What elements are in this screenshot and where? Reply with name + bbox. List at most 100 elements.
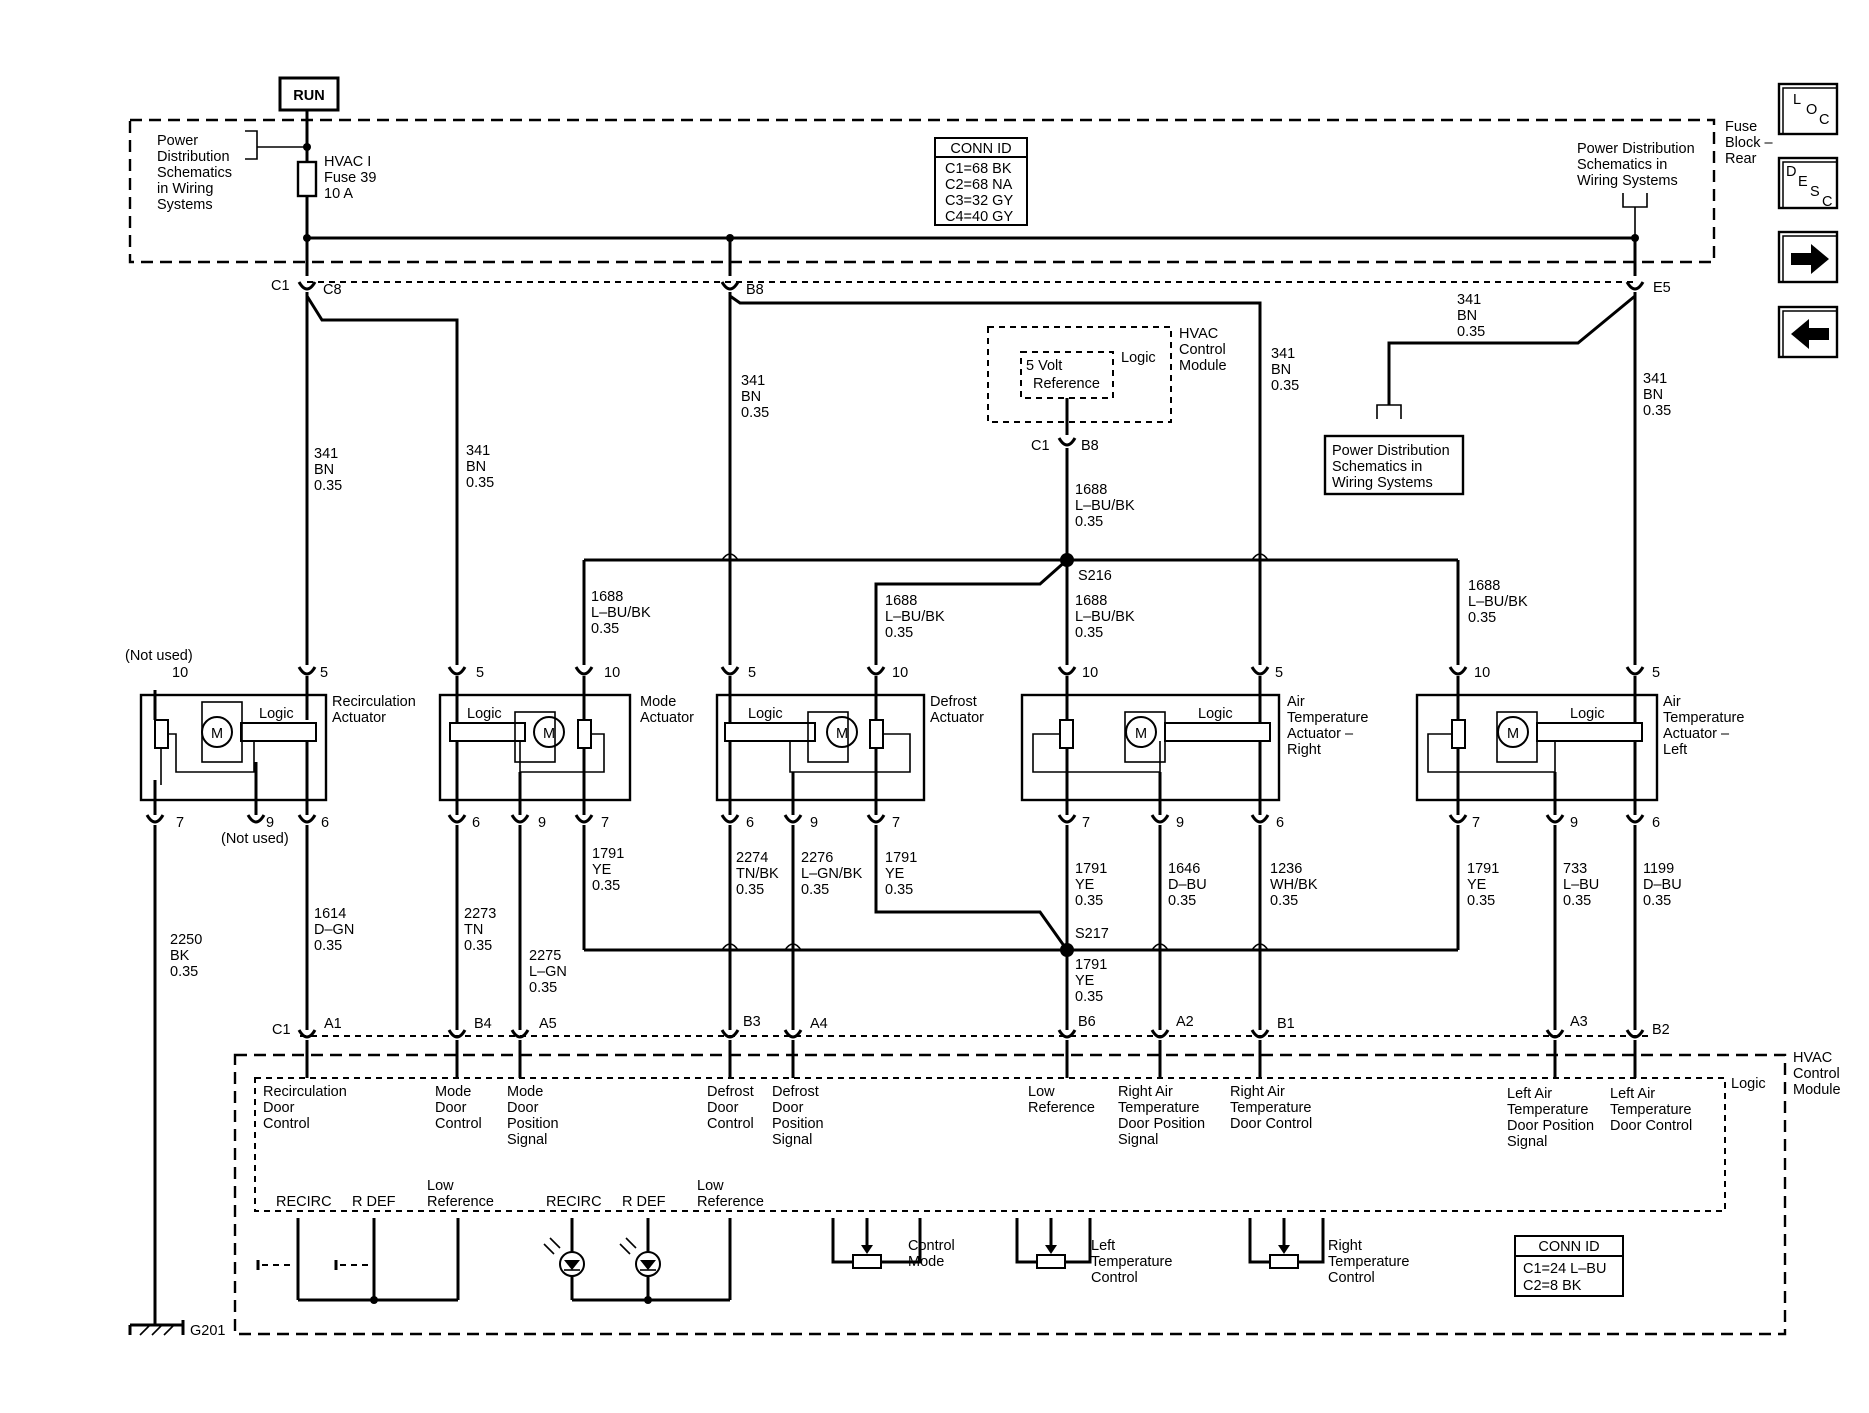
- svg-text:G201: G201: [190, 1323, 225, 1339]
- wire-341-6-label: 341 BN 0.35: [1643, 371, 1671, 419]
- svg-text:Low: Low: [697, 1178, 724, 1194]
- svg-text:9: 9: [1570, 815, 1578, 831]
- signal-recirc-door-control: Recirculation Door Control: [263, 1084, 351, 1132]
- svg-text:Air: Air: [1663, 694, 1681, 710]
- svg-text:RECIRC: RECIRC: [276, 1194, 332, 1210]
- svg-text:Temperature: Temperature: [1663, 710, 1744, 726]
- svg-text:D: D: [1786, 164, 1796, 180]
- svg-text:Control: Control: [908, 1238, 955, 1254]
- svg-text:10: 10: [1082, 665, 1098, 681]
- svg-text:C2=8 BK: C2=8 BK: [1523, 1278, 1582, 1294]
- svg-text:Logic: Logic: [467, 706, 502, 722]
- svg-text:M: M: [1135, 726, 1147, 742]
- svg-text:Reference: Reference: [1033, 376, 1100, 392]
- fuse-39-symbol: [296, 160, 318, 198]
- loc-button[interactable]: L O C: [1777, 82, 1839, 136]
- svg-text:Actuator: Actuator: [930, 710, 984, 726]
- svg-text:C4=40 GY: C4=40 GY: [945, 209, 1013, 225]
- svg-text:B2: B2: [1652, 1022, 1670, 1038]
- power-dist-right-label: Power Distribution Schematics in Wiring …: [1577, 141, 1699, 189]
- svg-text:Logic: Logic: [1198, 706, 1233, 722]
- bottom-connectors: C1 A1 B4 A5 B3 A4 B6 A2 B1 A3 B2: [272, 1014, 1670, 1039]
- svg-text:(Not used): (Not used): [125, 648, 193, 664]
- svg-text:Control: Control: [1179, 342, 1226, 358]
- fuse-39-label: HVAC I Fuse 39 10 A: [324, 154, 380, 202]
- svg-text:Actuator –: Actuator –: [1287, 726, 1354, 742]
- svg-text:5: 5: [1652, 665, 1660, 681]
- control-mode-pot: Control Mode: [831, 1218, 955, 1270]
- svg-text:B8: B8: [746, 282, 764, 298]
- wire-341-5-label: 341 BN 0.35: [1457, 292, 1485, 340]
- svg-text:C1: C1: [272, 1022, 291, 1038]
- svg-text:A5: A5: [539, 1016, 557, 1032]
- svg-text:Reference: Reference: [697, 1194, 764, 1210]
- wire-2275-label: 2275 L–GN 0.35: [529, 948, 571, 996]
- svg-text:7: 7: [601, 815, 609, 831]
- svg-text:S216: S216: [1078, 568, 1112, 584]
- wire-1688-right-label: 1688 L–BU/BK 0.35: [1075, 593, 1139, 641]
- svg-text:10: 10: [1474, 665, 1490, 681]
- svg-text:A4: A4: [810, 1016, 828, 1032]
- recirculation-actuator: Logic M Logic Recirculation Actuator: [139, 693, 416, 802]
- svg-text:E5: E5: [1653, 280, 1671, 296]
- signal-mode-door-control: Mode Door Control: [435, 1084, 482, 1132]
- svg-text:S: S: [1810, 184, 1820, 200]
- wire-1791-defrost-label: 1791 YE 0.35: [885, 850, 921, 898]
- wire-341-4-label: 341 BN 0.35: [1271, 346, 1299, 394]
- svg-text:R DEF: R DEF: [622, 1194, 666, 1210]
- wire-2273-label: 2273 TN 0.35: [464, 906, 500, 954]
- svg-text:M: M: [1507, 726, 1519, 742]
- svg-text:Control: Control: [1328, 1270, 1375, 1286]
- svg-text:Actuator: Actuator: [640, 710, 694, 726]
- svg-text:7: 7: [176, 815, 184, 831]
- svg-text:RUN: RUN: [293, 88, 324, 104]
- svg-text:9: 9: [810, 815, 818, 831]
- svg-text:Right: Right: [1328, 1238, 1362, 1254]
- wire-2250-label: 2250 BK 0.35: [170, 932, 206, 980]
- left-temperature-pot: Left Temperature Control: [1015, 1218, 1172, 1286]
- mode-actuator: Logic M Mode Actuator: [438, 693, 694, 802]
- svg-text:Air: Air: [1287, 694, 1305, 710]
- next-page-button[interactable]: [1777, 230, 1839, 284]
- svg-text:9: 9: [266, 815, 274, 831]
- air-temp-actuator-left: M Logic Air Temperature Actuator – Left: [1415, 693, 1744, 802]
- svg-text:B4: B4: [474, 1016, 492, 1032]
- wire-1791-mode-label: 1791 YE 0.35: [592, 846, 628, 894]
- svg-text:C3=32 GY: C3=32 GY: [945, 193, 1013, 209]
- wire-2274-label: 2274 TN/BK 0.35: [736, 850, 783, 898]
- signal-right-air-control: Right Air Temperature Door Control: [1230, 1084, 1315, 1132]
- svg-text:R DEF: R DEF: [352, 1194, 396, 1210]
- svg-text:9: 9: [538, 815, 546, 831]
- conn-id-top: CONN ID C1=68 BK C2=68 NA C3=32 GY C4=40…: [934, 137, 1028, 226]
- signal-low-reference: Low Reference: [1028, 1084, 1095, 1116]
- svg-text:7: 7: [1472, 815, 1480, 831]
- svg-text:RECIRC: RECIRC: [546, 1194, 602, 1210]
- svg-text:Mode: Mode: [640, 694, 676, 710]
- conn-id-bottom: CONN ID C1=24 L–BU C2=8 BK: [1514, 1235, 1624, 1297]
- svg-text:Logic: Logic: [1731, 1076, 1766, 1092]
- svg-text:(Not used): (Not used): [221, 831, 289, 847]
- svg-text:Module: Module: [1793, 1082, 1841, 1098]
- svg-text:M: M: [836, 726, 848, 742]
- prev-page-button[interactable]: [1777, 305, 1839, 359]
- wire-2276-label: 2276 L–GN/BK 0.35: [801, 850, 866, 898]
- svg-text:C1=68 BK: C1=68 BK: [945, 161, 1012, 177]
- svg-text:Actuator –: Actuator –: [1663, 726, 1730, 742]
- svg-text:6: 6: [1276, 815, 1284, 831]
- desc-button[interactable]: D E S C: [1777, 156, 1839, 210]
- wire-733-label: 733 L–BU 0.35: [1563, 861, 1603, 909]
- air-temp-actuator-right: M Logic Air Temperature Actuator – Right: [1020, 693, 1368, 802]
- connector-c8: C1 C8: [271, 238, 342, 298]
- svg-text:7: 7: [1082, 815, 1090, 831]
- wire-1614-label: 1614 D–GN 0.35: [314, 906, 358, 954]
- wire-1688-defrost-label: 1688 L–BU/BK 0.35: [885, 593, 949, 641]
- svg-text:5: 5: [748, 665, 756, 681]
- signal-mode-door-position: Mode Door Position Signal: [507, 1084, 563, 1148]
- svg-text:L: L: [1793, 92, 1801, 108]
- svg-text:Control: Control: [1793, 1066, 1840, 1082]
- svg-text:Logic: Logic: [259, 706, 294, 722]
- svg-text:CONN ID: CONN ID: [1538, 1239, 1599, 1255]
- signal-right-air-position: Right Air Temperature Door Position Sign…: [1118, 1084, 1209, 1148]
- wire-1646-label: 1646 D–BU 0.35: [1168, 861, 1211, 909]
- svg-text:O: O: [1806, 102, 1817, 118]
